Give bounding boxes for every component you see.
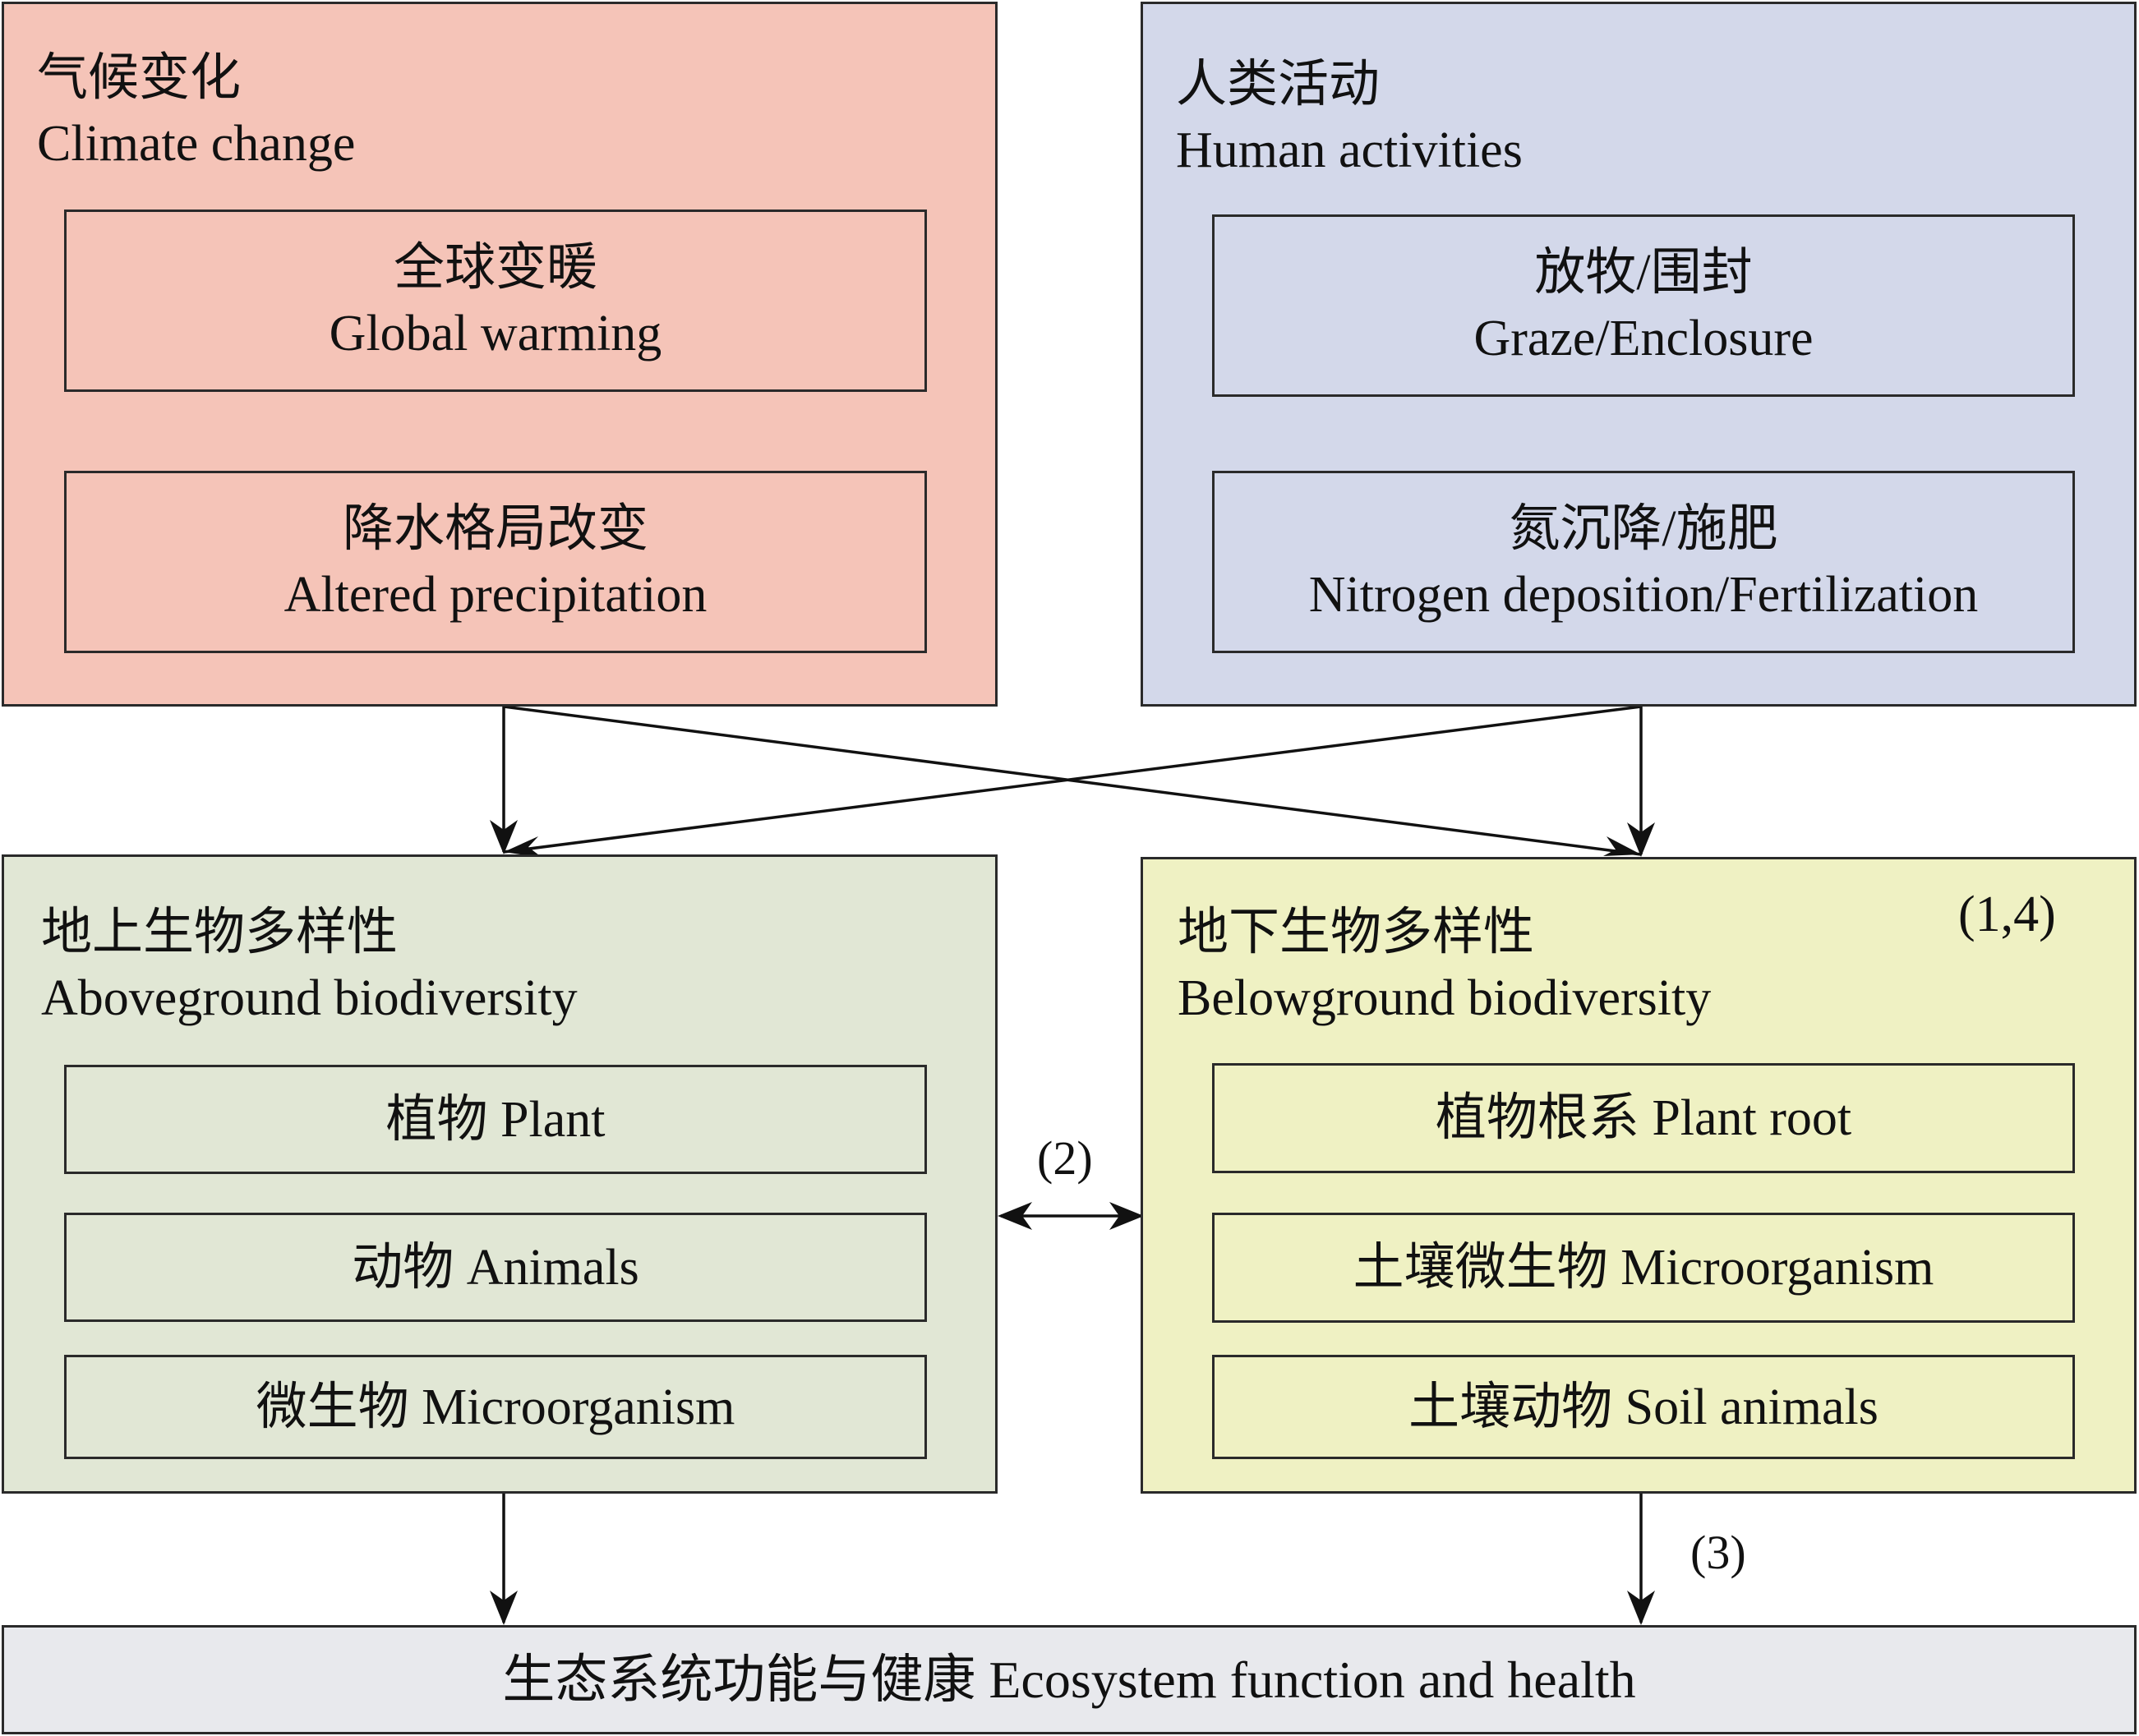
climate-item-en: Global warming xyxy=(329,306,662,361)
arrowhead-below-to-ecosystem xyxy=(1627,1591,1655,1625)
human-item-nitrogen-fertilization: 氮沉降/施肥 Nitrogen deposition/Fertilization xyxy=(1212,471,2075,653)
climate-item-cn: 降水格局改变 xyxy=(342,501,648,557)
human-item-en: Nitrogen deposition/Fertilization xyxy=(1308,567,1979,623)
above-title-en: Aboveground biodiversity xyxy=(41,970,578,1026)
climate-change-group: 气候变化 Climate change 全球变暖 Global warming … xyxy=(2,2,998,707)
climate-item-global-warming: 全球变暖 Global warming xyxy=(64,210,927,392)
arrowhead-human-to-above xyxy=(504,836,542,858)
above-item-animals: 动物 Animals xyxy=(64,1213,927,1322)
below-tag-label: (1,4) xyxy=(1958,886,2056,942)
above-title-cn: 地上生物多样性 xyxy=(41,905,399,960)
human-item-cn: 放牧/围封 xyxy=(1534,245,1753,301)
below-item-soil-microorganism: 土壤微生物 Microorganism xyxy=(1212,1213,2075,1323)
arrow-human-to-above xyxy=(503,705,1642,854)
below-item-plant-root: 植物根系 Plant root xyxy=(1212,1063,2075,1173)
aboveground-biodiversity-group: 地上生物多样性 Aboveground biodiversity 植物 Plan… xyxy=(2,854,998,1494)
ecosystem-function-box: 生态系统功能与健康 Ecosystem function and health xyxy=(2,1625,2137,1734)
arrowhead-climate-to-above xyxy=(490,820,518,854)
human-item-cn: 氮沉降/施肥 xyxy=(1509,501,1778,557)
human-title-en: Human activities xyxy=(1176,122,1523,178)
human-activities-group: 人类活动 Human activities 放牧/围封 Graze/Enclos… xyxy=(1141,2,2137,707)
human-item-graze-enclosure: 放牧/围封 Graze/Enclosure xyxy=(1212,214,2075,397)
below-title-cn: 地下生物多样性 xyxy=(1178,905,1535,960)
above-item-microorganism: 微生物 Microorganism xyxy=(64,1355,927,1459)
below-title-en: Belowground biodiversity xyxy=(1178,970,1712,1026)
arrowhead-interaction-left xyxy=(998,1202,1032,1230)
climate-title-cn: 气候变化 xyxy=(37,50,242,106)
arrowhead-human-to-below xyxy=(1627,822,1655,857)
arrowhead-interaction-right xyxy=(1109,1202,1144,1230)
ecosystem-label: 生态系统功能与健康 Ecosystem function and health xyxy=(502,1650,1636,1709)
belowground-biodiversity-group: 地下生物多样性 Belowground biodiversity (1,4) 植… xyxy=(1141,857,2137,1494)
human-title-cn: 人类活动 xyxy=(1176,57,1381,113)
below-item-soil-animals: 土壤动物 Soil animals xyxy=(1212,1355,2075,1459)
below-to-ecosystem-label: (3) xyxy=(1690,1526,1746,1579)
interaction-label: (2) xyxy=(1037,1131,1093,1185)
above-item-plant: 植物 Plant xyxy=(64,1065,927,1174)
climate-title-en: Climate change xyxy=(37,116,356,172)
arrowhead-climate-to-below xyxy=(1603,836,1641,856)
arrowhead-above-to-ecosystem xyxy=(490,1591,518,1625)
climate-item-cn: 全球变暖 xyxy=(393,240,597,296)
human-item-en: Graze/Enclosure xyxy=(1473,311,1814,366)
climate-item-en: Altered precipitation xyxy=(284,567,708,623)
climate-item-altered-precipitation: 降水格局改变 Altered precipitation xyxy=(64,471,927,653)
